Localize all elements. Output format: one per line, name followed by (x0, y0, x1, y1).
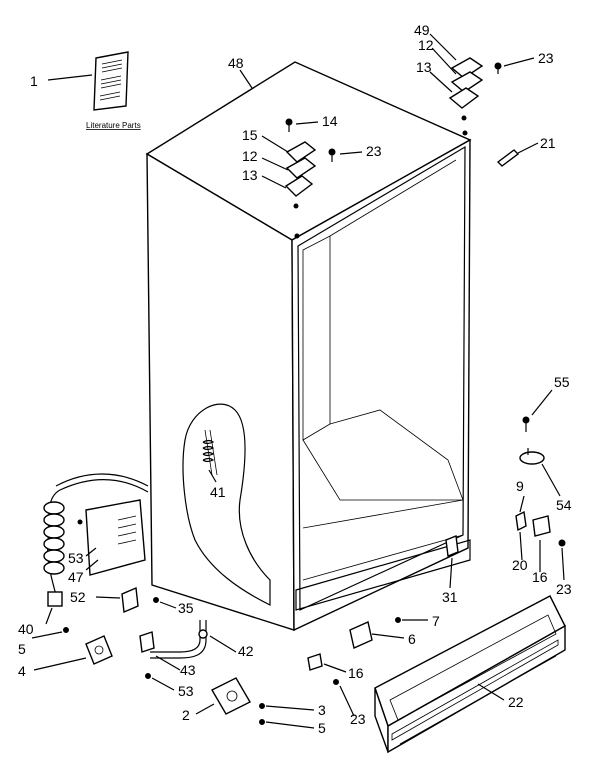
label-12-top-middle: 12 (242, 148, 258, 164)
power-cord (43, 473, 149, 607)
label-16-right: 16 (532, 569, 548, 585)
part-31-bracket (445, 535, 459, 557)
label-43: 43 (180, 662, 196, 678)
label-21: 21 (540, 135, 556, 151)
label-3: 3 (318, 702, 326, 718)
side-cutaway (182, 403, 271, 606)
parts-52-35 (121, 586, 159, 614)
label-6: 6 (408, 631, 416, 647)
label-47: 47 (68, 569, 84, 585)
label-53-bottom: 53 (178, 683, 194, 699)
label-22: 22 (508, 694, 524, 710)
label-54: 54 (556, 497, 572, 513)
label-48: 48 (228, 55, 244, 71)
label-52: 52 (70, 589, 86, 605)
label-15: 15 (242, 127, 258, 143)
label-5-bottom: 5 (318, 720, 326, 736)
label-1: 1 (30, 73, 38, 89)
label-13-top-middle: 13 (242, 167, 258, 183)
callout-labels: 1 48 49 12 13 23 14 15 23 12 13 21 55 41… (18, 22, 572, 736)
label-55: 55 (554, 374, 570, 390)
label-23-right: 23 (556, 581, 572, 597)
cabinet-body (145, 61, 472, 632)
label-41: 41 (210, 484, 226, 500)
right-lower-parts (515, 416, 566, 547)
literature-parts-caption: Literature Parts (86, 121, 141, 130)
part-21-clip (496, 149, 520, 167)
label-49: 49 (414, 22, 430, 38)
label-14: 14 (322, 113, 338, 129)
top-right-hinge (448, 57, 502, 121)
label-23-top-right: 23 (538, 50, 554, 66)
label-4: 4 (18, 663, 26, 679)
label-5-left: 5 (18, 641, 26, 657)
label-12-top-right: 12 (418, 37, 434, 53)
drain-tube (139, 620, 208, 679)
leader-lines (31, 33, 565, 729)
center-bottom-parts (307, 617, 401, 685)
label-53-left: 53 (68, 550, 84, 566)
label-23-top-middle: 23 (366, 143, 382, 159)
label-42: 42 (238, 643, 254, 659)
label-7: 7 (432, 613, 440, 629)
literature-parts-card (93, 51, 129, 111)
label-40: 40 (18, 621, 34, 637)
parts-4-5 (63, 627, 113, 665)
control-box (77, 499, 146, 576)
label-16-bottom: 16 (348, 665, 364, 681)
base-grille (374, 595, 566, 754)
label-35: 35 (178, 600, 194, 616)
label-31: 31 (442, 589, 458, 605)
parts-2-3-5 (211, 677, 265, 725)
label-20: 20 (512, 557, 528, 573)
label-23-bottom: 23 (350, 711, 366, 727)
label-13-top-right: 13 (416, 59, 432, 75)
label-2: 2 (182, 707, 190, 723)
label-9: 9 (516, 478, 524, 494)
top-middle-hinge (284, 118, 336, 209)
